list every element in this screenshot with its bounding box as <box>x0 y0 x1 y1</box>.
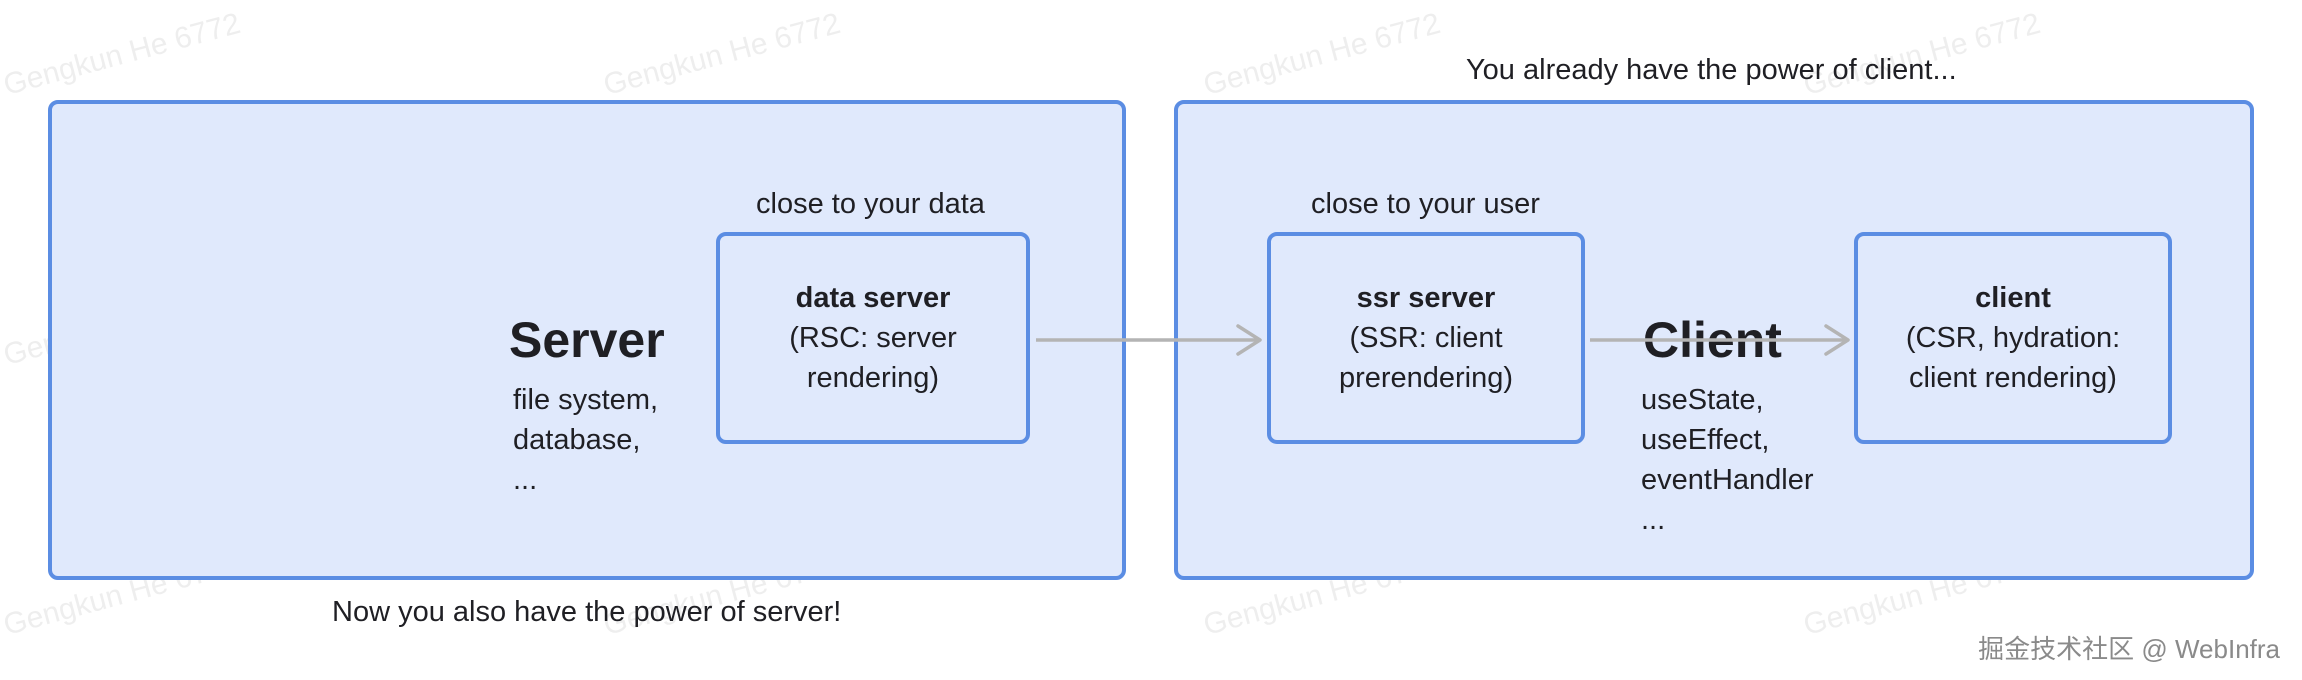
data-server-node: data server (RSC: server rendering) <box>716 232 1030 444</box>
client-node: client (CSR, hydration: client rendering… <box>1854 232 2172 444</box>
client-capability-item: useEffect, <box>1641 424 1770 456</box>
watermark-text: Gengkun He 6772 <box>0 6 244 102</box>
ssr-server-description: (SSR: client prerendering) <box>1338 322 1514 394</box>
client-capability-item: eventHandler <box>1641 464 1814 496</box>
server-title: Server <box>509 312 665 368</box>
watermark-text: Gengkun He 6772 <box>600 6 844 102</box>
server-capability-item: database, <box>513 424 641 456</box>
client-capability-item: ... <box>1641 504 1666 536</box>
server-capability-item: file system, <box>513 384 659 416</box>
server-capability-item: ... <box>513 464 538 496</box>
ssr-server-caption: close to your user <box>1311 188 1540 220</box>
left-panel-bottom-caption: Now you also have the power of server! <box>332 596 842 628</box>
data-server-title: data server <box>795 282 951 314</box>
data-server-caption: close to your data <box>756 188 985 220</box>
watermark-text: Gengkun He 6772 <box>1200 6 1444 102</box>
client-capability-item: useState, <box>1641 384 1764 416</box>
server-capabilities-list: file system, database, ... <box>513 380 658 500</box>
client-title: Client <box>1643 312 1782 368</box>
client-node-title: client <box>1975 282 2051 314</box>
ssr-server-node: ssr server (SSR: client prerendering) <box>1267 232 1585 444</box>
right-panel-top-caption: You already have the power of client... <box>1466 54 1957 86</box>
client-node-description: (CSR, hydration: client rendering) <box>1905 322 2121 394</box>
client-capabilities-list: useState, useEffect, eventHandler ... <box>1641 380 1814 540</box>
data-server-description: (RSC: server rendering) <box>789 322 957 394</box>
ssr-server-title: ssr server <box>1356 282 1496 314</box>
brand-watermark: 掘金技术社区 @ WebInfra <box>1978 634 2280 664</box>
